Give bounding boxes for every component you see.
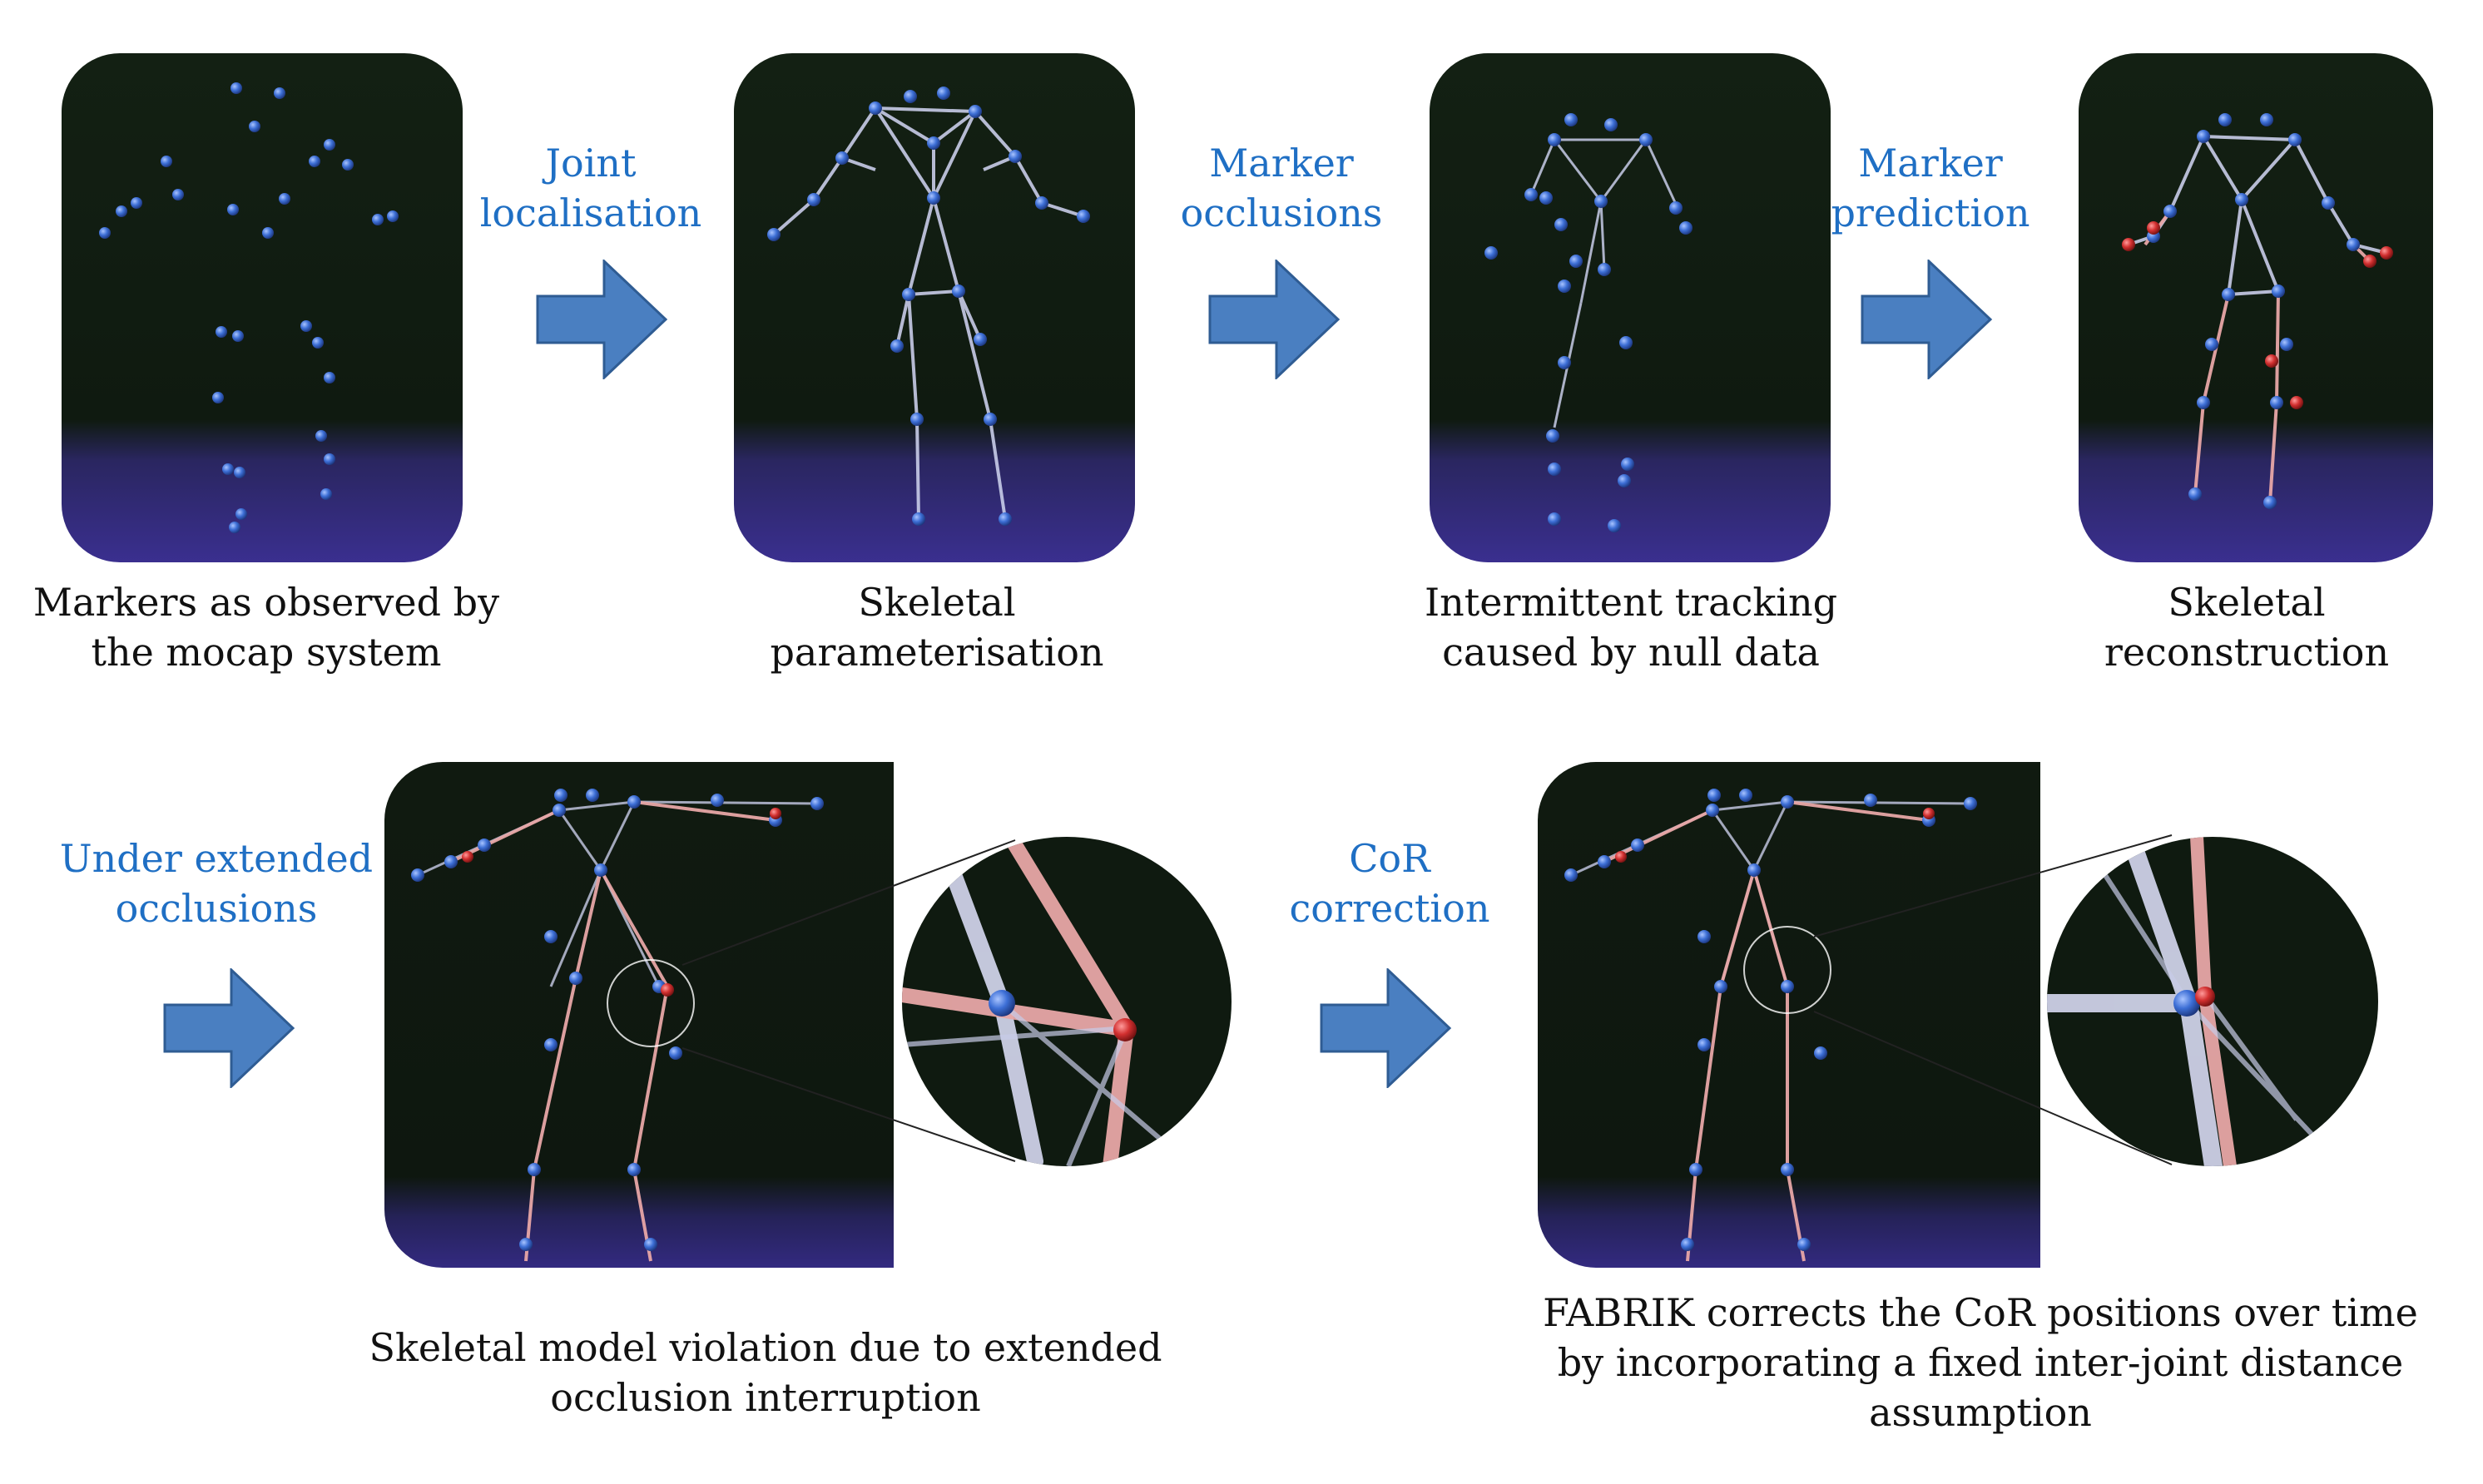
stage-label-line2: correction	[1289, 886, 1490, 931]
zoom-lens	[2047, 837, 2378, 1166]
panel-model-violation	[384, 762, 894, 1268]
caption-markers-observed: Markers as observed by the mocap system	[17, 577, 516, 677]
caption-line3: assumption	[1869, 1390, 2092, 1435]
caption-line2: by incorporating a fixed inter-joint dis…	[1557, 1340, 2404, 1385]
stage-label-line2: occlusions	[115, 886, 318, 931]
stage-label-line1: Marker	[1209, 141, 1354, 186]
stage-label-under-extended-occlusions: Under extended occlusions	[33, 834, 399, 933]
caption-line2: the mocap system	[91, 630, 442, 675]
zoom-lens	[902, 837, 1232, 1166]
caption-line2: occlusion interruption	[550, 1375, 981, 1420]
panel-intermittent-tracking	[1430, 53, 1831, 562]
zoom-connector-lines	[1813, 834, 2173, 1165]
arrow-right-icon	[536, 260, 668, 379]
arrow-right-icon	[1320, 968, 1452, 1088]
caption-line2: reconstruction	[2104, 630, 2390, 675]
zoom-connector-lines	[681, 839, 1016, 1162]
panel-fabrik-correction	[1538, 762, 2040, 1268]
panel-skeletal-parameterisation	[734, 53, 1135, 562]
caption-line1: Skeletal	[858, 580, 1016, 625]
arrow-right-icon	[1208, 260, 1341, 379]
caption-line1: Markers as observed by	[32, 580, 500, 625]
stage-label-line2: occlusions	[1180, 190, 1383, 235]
stage-label-line1: Marker	[1858, 141, 2003, 186]
caption-skeletal-reconstruction: Skeletal reconstruction	[2014, 577, 2480, 677]
stage-label-marker-occlusions: Marker occlusions	[1148, 138, 1415, 238]
stage-label-marker-prediction: Marker prediction	[1806, 138, 2055, 238]
stage-label-line2: prediction	[1831, 190, 2030, 235]
stage-label-cor-correction: CoR correction	[1281, 834, 1498, 933]
arrow-right-icon	[1861, 260, 1993, 379]
caption-line1: FABRIK corrects the CoR positions over t…	[1543, 1290, 2418, 1335]
stage-label-line2: localisation	[479, 190, 702, 235]
panel-skeletal-reconstruction	[2079, 53, 2433, 562]
caption-line2: caused by null data	[1442, 630, 1820, 675]
stage-label-line1: CoR	[1349, 836, 1430, 881]
caption-intermittent-tracking: Intermittent tracking caused by null dat…	[1365, 577, 1897, 677]
caption-line2: parameterisation	[770, 630, 1104, 675]
arrow-right-icon	[163, 968, 295, 1088]
caption-fabrik-correction: FABRIK corrects the CoR positions over t…	[1531, 1288, 2430, 1437]
panel-markers-observed	[62, 53, 463, 562]
caption-line1: Skeletal	[2168, 580, 2326, 625]
stage-label-joint-localisation: Joint localisation	[466, 138, 716, 238]
caption-line1: Skeletal model violation due to extended	[369, 1325, 1162, 1370]
stage-label-line1: Under extended	[59, 836, 374, 881]
caption-line1: Intermittent tracking	[1424, 580, 1838, 625]
caption-skeletal-parameterisation: Skeletal parameterisation	[687, 577, 1187, 677]
caption-model-violation: Skeletal model violation due to extended…	[333, 1323, 1198, 1422]
stage-label-line1: Joint	[545, 141, 637, 186]
